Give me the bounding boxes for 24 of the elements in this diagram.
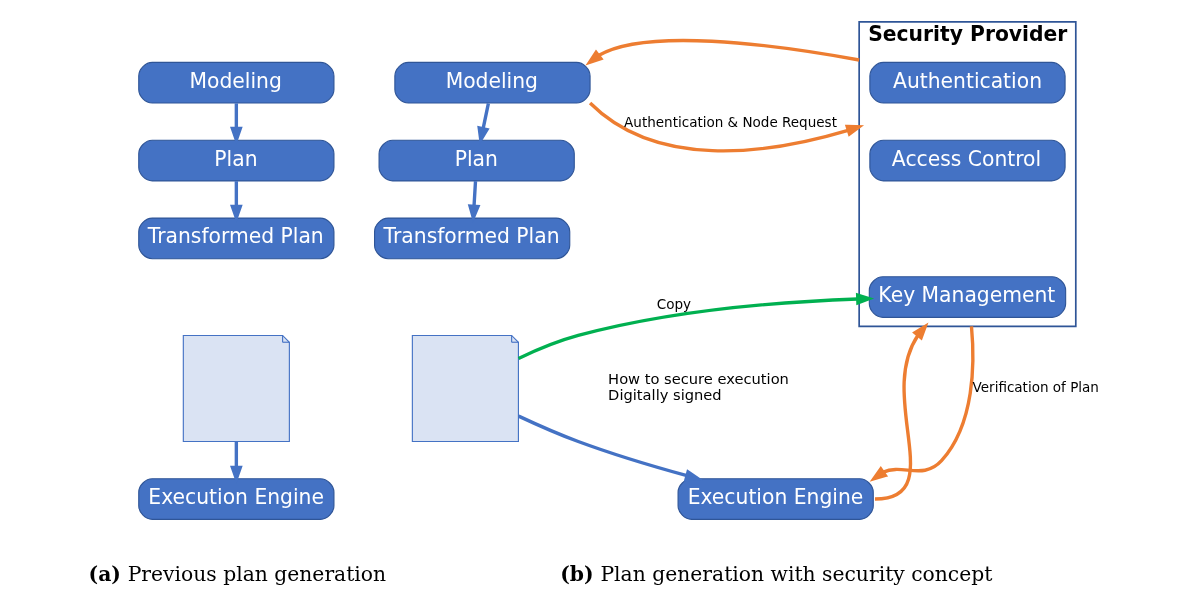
arrow xyxy=(585,38,860,66)
node-box: Plan xyxy=(378,139,575,182)
edge-label: Authentication & Node Request xyxy=(624,114,837,131)
label: (b) Plan generation with security concept xyxy=(560,561,993,586)
arrow xyxy=(869,326,975,482)
arrow xyxy=(874,322,929,501)
node-box: Key Management xyxy=(868,276,1067,318)
edge-label: Copy xyxy=(656,296,692,313)
arrow xyxy=(588,101,865,153)
node-box: Plan xyxy=(138,139,335,182)
label: (a) Previous plan generation xyxy=(88,561,387,586)
node-box: Modeling xyxy=(394,61,591,104)
node-box: Access Control xyxy=(869,139,1066,182)
node-box: Transformed Plan xyxy=(138,217,335,260)
node-box: Modeling xyxy=(138,61,335,104)
node-box: Authentication xyxy=(869,61,1066,104)
node-box: Execution Engine xyxy=(677,478,874,520)
node-label: Digitally signed xyxy=(608,386,722,404)
arrow xyxy=(517,414,703,482)
edge-label: Verification of Plan xyxy=(972,378,1099,395)
node-label: How to secure execution xyxy=(608,370,789,388)
arrow xyxy=(517,292,875,360)
node-box: Execution Engine xyxy=(138,478,335,520)
node-box: Transformed Plan xyxy=(374,217,571,260)
